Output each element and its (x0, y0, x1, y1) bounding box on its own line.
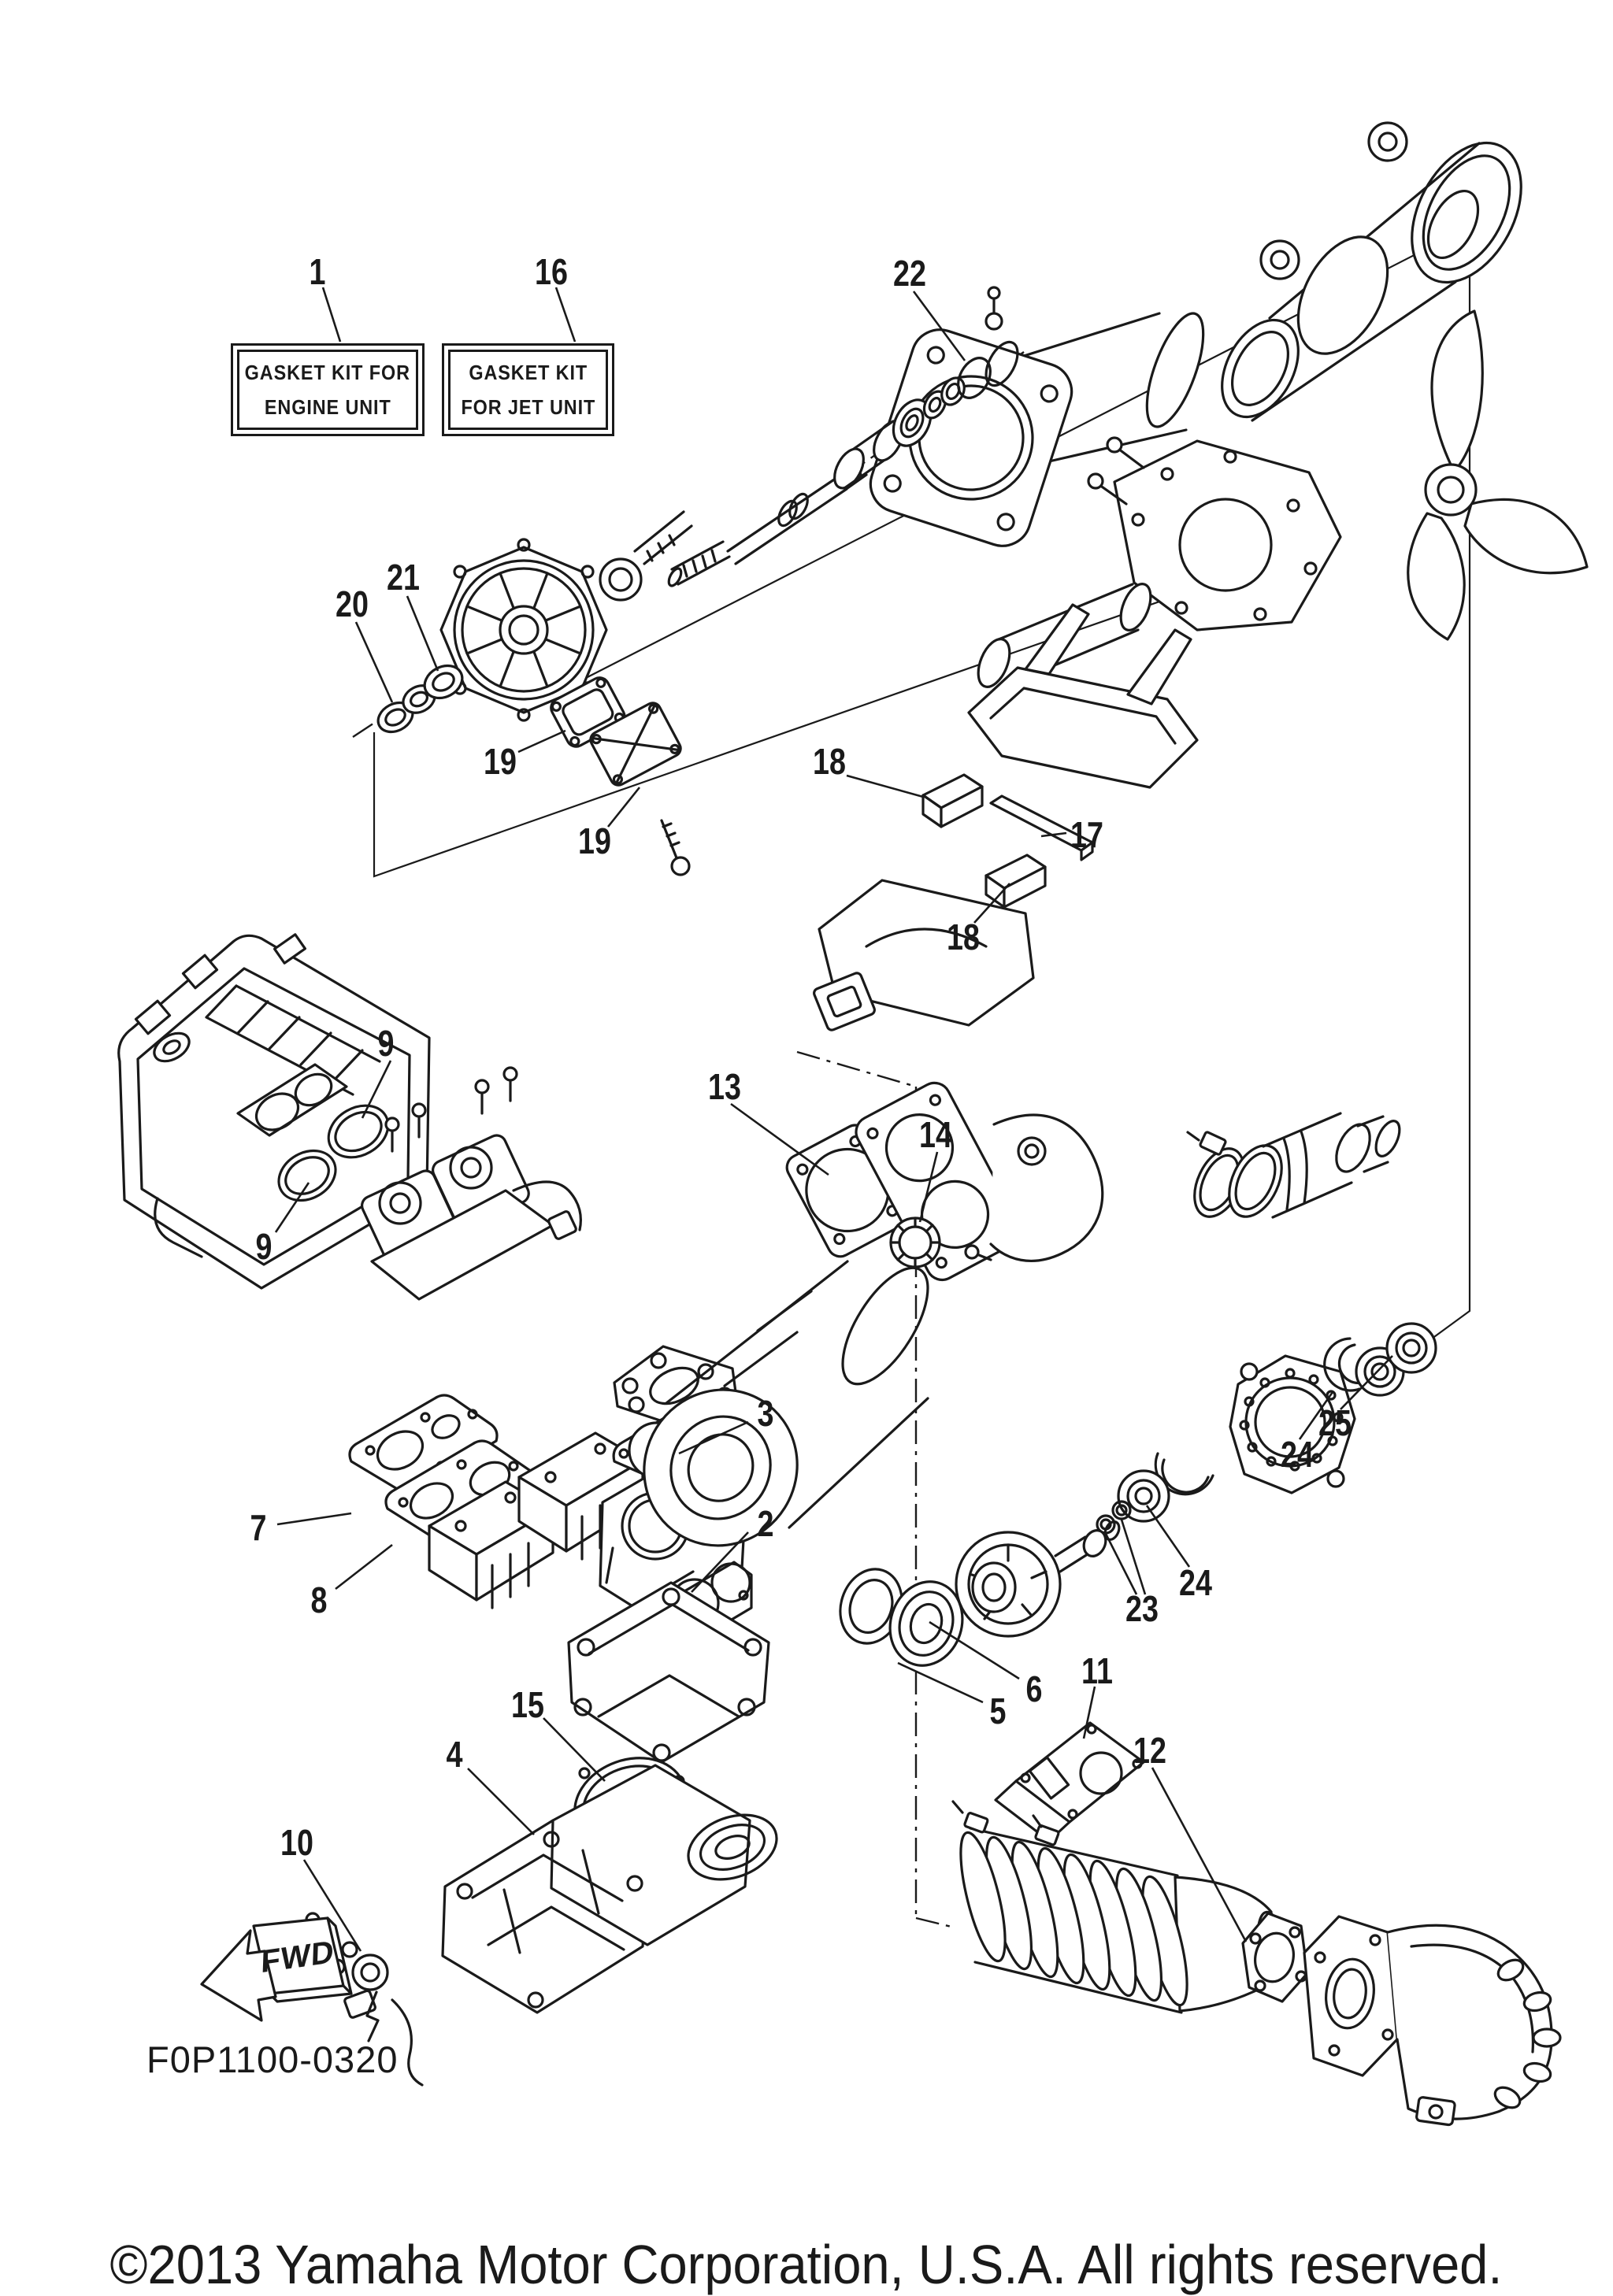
callout-11: 11 (1081, 1650, 1113, 1691)
callout-16: 16 (535, 251, 568, 292)
damper-block-18b (984, 854, 1047, 909)
callout-14: 14 (919, 1114, 952, 1155)
callout-9: 9 (255, 1226, 273, 1267)
gasket-kit-jet-label: GASKET KIT FOR JET UNIT (442, 343, 614, 436)
seals-5-6 (839, 1568, 964, 1667)
exhaust-ring-14 (889, 1217, 941, 1268)
intake-bellows (951, 1800, 1286, 2014)
gasket-11 (994, 1721, 1145, 1842)
air-filter-case (117, 933, 431, 1290)
pump-stator-and-impeller (1087, 309, 1589, 641)
gasket-kit-engine-line1: GASKET KIT FOR (244, 361, 411, 384)
crankcase-halves (441, 1764, 778, 2014)
callout-15: 15 (511, 1684, 544, 1725)
damper-block-18a (921, 773, 984, 828)
bellows-ribs (959, 1831, 1188, 2007)
intake-o-rings-9 (277, 1104, 390, 1202)
callout-24: 24 (1179, 1562, 1212, 1603)
callout-13: 13 (708, 1066, 741, 1107)
jet-nozzle-assembly (1221, 121, 1522, 422)
callout-24: 24 (1281, 1434, 1314, 1475)
callout-23: 23 (1125, 1588, 1159, 1629)
callout-3: 3 (757, 1393, 774, 1434)
coupling-hub (955, 1520, 1121, 1638)
fwd-arrow (200, 1916, 353, 2022)
drawing-part-code: F0P1100-0320 (146, 2039, 399, 2080)
callout-19: 19 (578, 820, 611, 861)
callout-4: 4 (446, 1734, 463, 1775)
callout-22: 22 (893, 253, 926, 294)
gasket-kit-jet-line2: FOR JET UNIT (461, 395, 595, 419)
callout-25: 25 (1318, 1402, 1352, 1443)
engine-mount-group (813, 583, 1199, 1031)
copyright-text: ©2013 Yamaha Motor Corporation, U.S.A. A… (0, 2233, 1613, 2296)
reed-valve-blocks (428, 1431, 644, 1609)
callout-18: 18 (947, 917, 980, 957)
housing-fins (465, 572, 582, 688)
callout-6: 6 (1025, 1668, 1043, 1709)
exhaust-assembly (643, 1081, 1401, 1547)
callout-21: 21 (387, 557, 420, 598)
impeller-duct-housing (869, 286, 1205, 547)
callout-18: 18 (813, 741, 846, 782)
gasket-kit-jet-line1: GASKET KIT (469, 361, 588, 384)
copyright-text-inner: ©2013 Yamaha Motor Corporation, U.S.A. A… (110, 2234, 1503, 2295)
callout-10: 10 (280, 1822, 313, 1863)
gasket-kit-jet-label-inner: GASKET KIT FOR JET UNIT (448, 350, 608, 430)
gasket-kit-engine-label: GASKET KIT FOR ENGINE UNIT (231, 343, 425, 436)
bearing-housing-group (839, 1322, 1437, 1842)
callout-2: 2 (757, 1503, 774, 1544)
gaskets-19 (550, 676, 691, 876)
callout-17: 17 (1070, 814, 1103, 855)
callout-9: 9 (377, 1023, 395, 1064)
callout-1: 1 (309, 251, 326, 292)
carburetor-assembly (361, 1066, 582, 1301)
callout-8: 8 (310, 1579, 328, 1620)
transom-housing (439, 510, 693, 722)
callout-19: 19 (484, 741, 517, 782)
intake-manifold (1303, 1915, 1562, 2127)
callout-7: 7 (250, 1507, 267, 1548)
callout-12: 12 (1133, 1730, 1166, 1771)
gasket-kit-engine-line2: ENGINE UNIT (264, 395, 391, 419)
callout-20: 20 (336, 583, 369, 624)
driveshaft-assembly (667, 340, 1019, 587)
leader-lines (274, 287, 1393, 1952)
callout-5: 5 (989, 1691, 1007, 1731)
oil-seal-rings-20-21 (376, 664, 464, 734)
gasket-kit-engine-label-inner: GASKET KIT FOR ENGINE UNIT (237, 350, 418, 430)
